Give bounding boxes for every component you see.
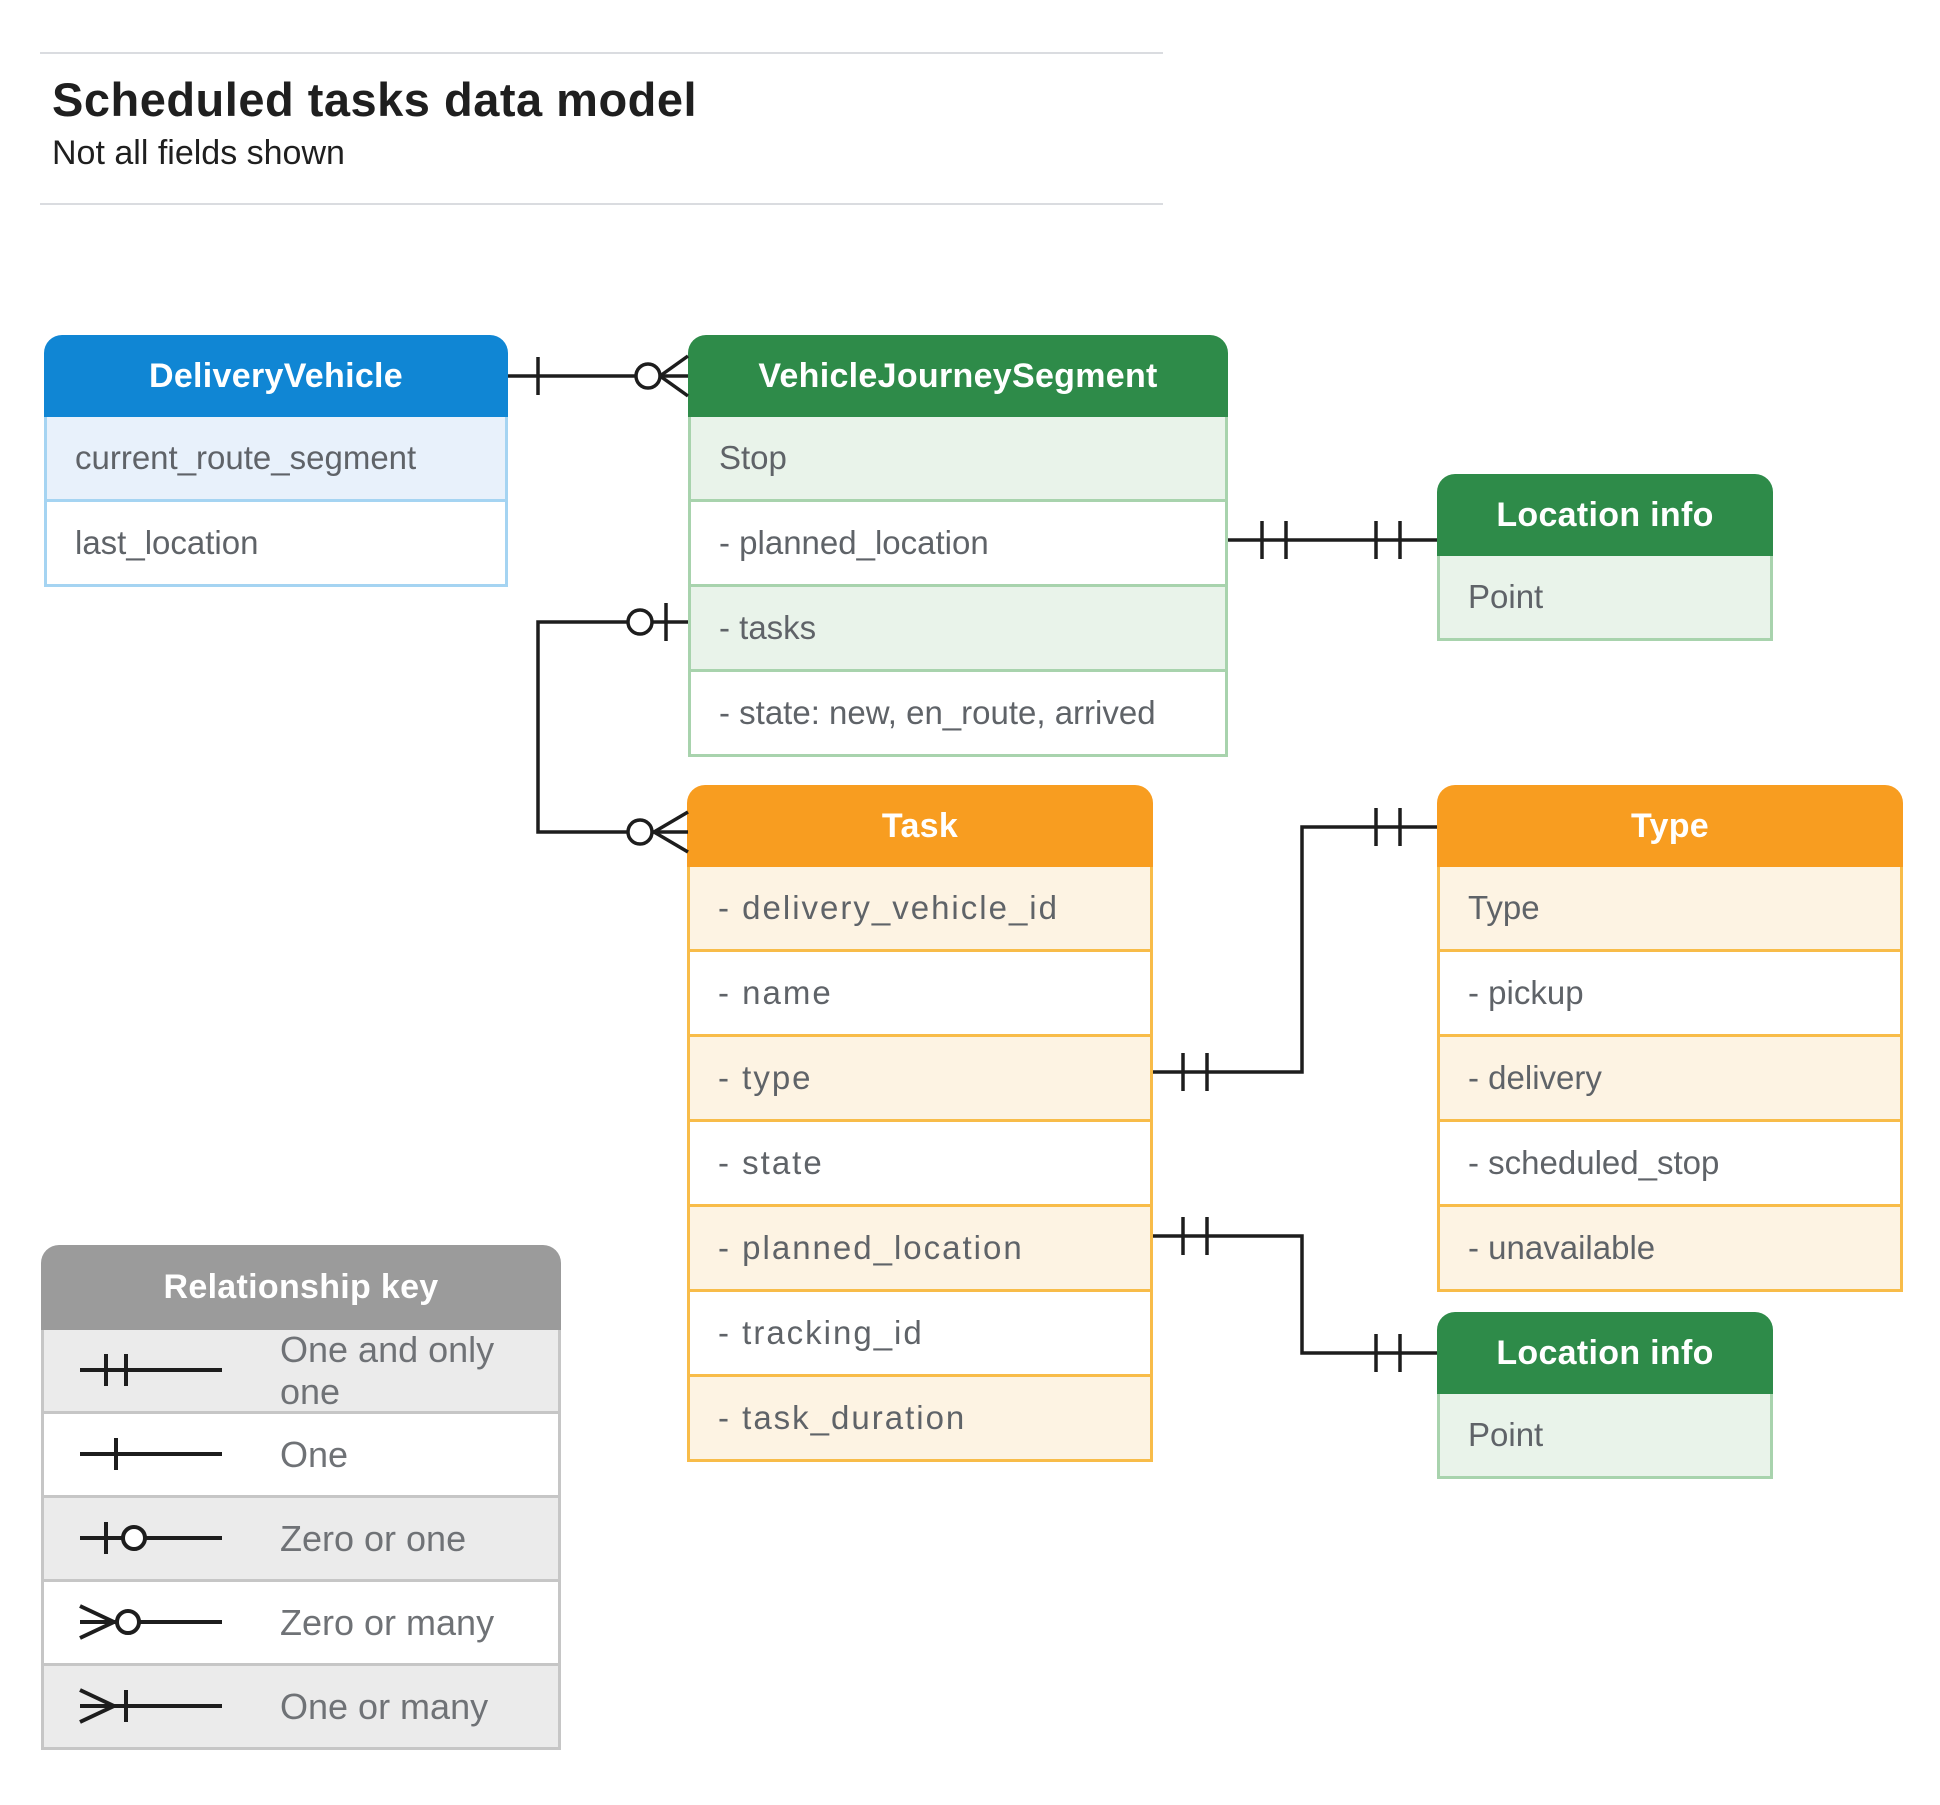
- field-row: Stop: [691, 417, 1225, 499]
- field-row: Point: [1440, 556, 1770, 638]
- header-rule: [40, 203, 1163, 205]
- field-row: last_location: [47, 499, 505, 584]
- legend-item-one: One: [44, 1411, 558, 1495]
- connector-task-locationinfo-bottom: [1153, 1217, 1437, 1372]
- connector-deliveryvehicle-vehiclejourneysegment: [508, 354, 690, 398]
- legend-title: Relationship key: [41, 1245, 561, 1330]
- legend-item-zero-or-one: Zero or one: [44, 1495, 558, 1579]
- zero-or-many-symbol: [79, 1604, 222, 1640]
- field-row: - planned_location: [690, 1204, 1150, 1289]
- entity-vehicle-journey-segment: VehicleJourneySegment Stop - planned_loc…: [688, 335, 1228, 757]
- entity-task: Task - delivery_vehicle_id - name - type…: [687, 785, 1153, 1462]
- field-row: - tracking_id: [690, 1289, 1150, 1374]
- entity-title: Location info: [1437, 474, 1773, 556]
- connector-vjs-locationinfo-top: [1228, 521, 1437, 559]
- entity-title: Type: [1437, 785, 1903, 867]
- legend-label: One and only one: [280, 1328, 495, 1412]
- field-row: Point: [1440, 1394, 1770, 1476]
- relationship-key: Relationship key One and only one One: [41, 1245, 561, 1750]
- legend-item-one-and-only-one: One and only one: [44, 1328, 558, 1412]
- field-row: - scheduled_stop: [1440, 1119, 1900, 1204]
- field-row: - pickup: [1440, 949, 1900, 1034]
- legend-item-zero-or-many: Zero or many: [44, 1579, 558, 1663]
- one-or-many-symbol: [79, 1688, 222, 1724]
- entity-delivery-vehicle: DeliveryVehicle current_route_segment la…: [44, 335, 508, 587]
- field-row: - tasks: [691, 584, 1225, 669]
- field-row: - delivery_vehicle_id: [690, 867, 1150, 949]
- entity-type: Type Type - pickup - delivery - schedule…: [1437, 785, 1903, 1292]
- field-row: - planned_location: [691, 499, 1225, 584]
- field-row: - delivery: [1440, 1034, 1900, 1119]
- entity-title: Task: [687, 785, 1153, 867]
- field-row: - unavailable: [1440, 1204, 1900, 1289]
- zero-or-one-symbol: [80, 1522, 222, 1554]
- entity-location-info-bottom: Location info Point: [1437, 1312, 1773, 1479]
- one-symbol: [80, 1438, 222, 1470]
- page-title: Scheduled tasks data model: [52, 73, 698, 126]
- one-and-only-one-symbol: [80, 1354, 222, 1386]
- top-rule: [40, 52, 1163, 54]
- connector-task-type: [1153, 808, 1437, 1091]
- field-row: Type: [1440, 867, 1900, 949]
- field-row: - name: [690, 949, 1150, 1034]
- entity-location-info-top: Location info Point: [1437, 474, 1773, 641]
- connector-vjs-tasks-task: [536, 603, 689, 854]
- field-row: - task_duration: [690, 1374, 1150, 1459]
- field-row: current_route_segment: [47, 417, 505, 499]
- legend-label: Zero or many: [280, 1601, 495, 1643]
- legend-label: One: [280, 1433, 349, 1475]
- legend-label: Zero or one: [280, 1517, 467, 1559]
- page-subtitle: Not all fields shown: [52, 134, 345, 172]
- entity-title: VehicleJourneySegment: [688, 335, 1228, 417]
- field-row: - state: new, en_route, arrived: [691, 669, 1225, 754]
- entity-title: DeliveryVehicle: [44, 335, 508, 417]
- field-row: - type: [690, 1034, 1150, 1119]
- legend-label: One or many: [280, 1685, 489, 1727]
- field-row: - state: [690, 1119, 1150, 1204]
- entity-title: Location info: [1437, 1312, 1773, 1394]
- legend-item-one-or-many: One or many: [44, 1663, 558, 1747]
